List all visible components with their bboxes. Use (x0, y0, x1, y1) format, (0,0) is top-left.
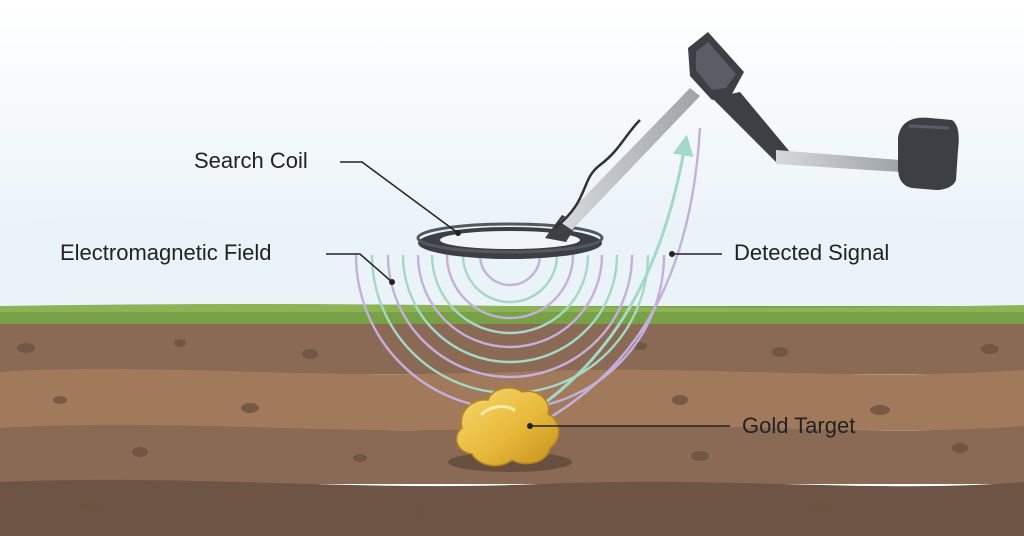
leader-dots (389, 230, 675, 429)
gold-nugget-icon (455, 387, 560, 467)
electromagnetic-field-label: Electromagnetic Field (60, 240, 272, 265)
soil-layer-1 (0, 324, 1024, 374)
handle-grip (712, 92, 790, 162)
detected-signal-label: Detected Signal (734, 240, 890, 265)
grass-edge (0, 304, 1024, 312)
upper-shaft (776, 150, 900, 172)
armrest-icon (898, 117, 959, 190)
distant-hills (0, 211, 1024, 312)
leader-lines (326, 161, 730, 427)
control-box-screen (696, 42, 736, 90)
gold-target-label: Gold Target (742, 413, 856, 438)
leader-electromagnetic-field (326, 253, 393, 283)
soil-layer-4 (0, 479, 1024, 536)
lower-shaft (560, 88, 700, 230)
armrest-highlight (908, 124, 950, 130)
detected-signal-wave-secondary (531, 127, 702, 430)
search-coil-inner (440, 231, 580, 249)
detected-signal-wave (519, 134, 694, 422)
detector-cable (554, 119, 641, 229)
search-coil-label: Search Coil (194, 148, 308, 173)
search-coil-rim (416, 222, 604, 254)
leader-search-coil (340, 161, 459, 234)
gold-highlight (480, 405, 516, 416)
soil-pebbles (17, 339, 999, 517)
